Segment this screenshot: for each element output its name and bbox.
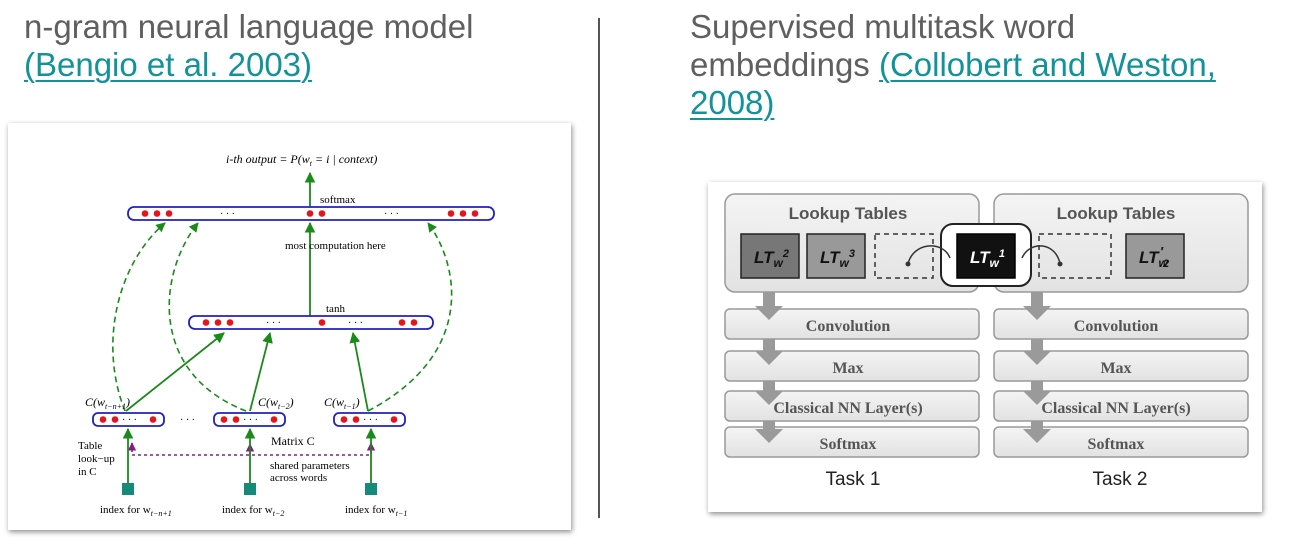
collobert-citation-link-part1[interactable]: (Collobert and Weston, — [878, 46, 1216, 83]
tanh-label: tanh — [326, 303, 345, 315]
table-lookup-label-2: look−up — [78, 453, 115, 465]
tanh-nodes — [202, 319, 418, 326]
bengio-citation-link[interactable]: (Bengio et al. 2003) — [24, 46, 313, 83]
svg-text:LTw′2: LTw′2 — [1139, 244, 1169, 270]
task1-layers: Convolution Max Classical NN Layer(s) So… — [724, 308, 980, 458]
softmax-dots-1: · · · — [220, 209, 235, 220]
embedding-gap-dots: · · · — [180, 415, 195, 426]
svg-text:LTw2: LTw2 — [754, 248, 789, 270]
softmax-nodes — [141, 210, 479, 217]
right-heading: Supervised multitask word embeddings (Co… — [690, 8, 1290, 122]
svg-text:· · ·: · · · — [243, 415, 258, 426]
table-lookup-label-3: in C — [78, 466, 97, 478]
index-label-1: index for wt−n+1 — [100, 504, 172, 518]
task1-convolution: Convolution — [806, 318, 891, 335]
task2-layers: Convolution Max Classical NN Layer(s) So… — [993, 308, 1249, 458]
vertical-divider — [598, 18, 600, 518]
shared-parameters-line — [131, 443, 372, 456]
lt-w1-shared-cell: LTw1 — [956, 233, 1016, 279]
embedding-to-tanh-arrows — [125, 331, 369, 412]
input-node-1 — [122, 483, 134, 495]
matrix-label: Matrix C — [271, 434, 315, 448]
lt-w2-cell: LTw2 — [740, 233, 800, 279]
collobert-diagram: Lookup Tables Lookup Tables LTw2 LTw3 LT… — [708, 182, 1262, 512]
embedding-box-2: · · · — [213, 412, 286, 427]
right-title-line2: embeddings — [690, 46, 879, 83]
left-title: n-gram neural language model — [24, 8, 474, 45]
svg-text:· · ·: · · · — [122, 415, 137, 426]
task1-lookup-title: Lookup Tables — [789, 204, 908, 223]
svg-text:· · ·: · · · — [363, 415, 378, 426]
collobert-citation-link-part2[interactable]: 2008) — [690, 84, 775, 121]
svg-text:LTw1: LTw1 — [970, 248, 1005, 270]
tanh-dots-1: · · · — [266, 318, 281, 329]
lt-w2-prime-cell: LTw′2 — [1125, 233, 1185, 279]
c-label-2: C(wt−2) — [258, 395, 294, 411]
index-label-2: index for wt−2 — [222, 504, 284, 518]
c-label-1: C(wt−n+1) — [85, 395, 130, 411]
task1-softmax: Softmax — [820, 436, 877, 453]
lt-w3-cell: LTw3 — [806, 233, 866, 279]
collobert-svg: Lookup Tables Lookup Tables LTw2 LTw3 LT… — [724, 193, 1249, 490]
softmax-label: softmax — [320, 194, 356, 206]
output-label: i-th output = P(wt = i | context) — [226, 152, 377, 168]
task2-softmax: Softmax — [1088, 436, 1145, 453]
shared-label-2: across words — [270, 472, 327, 484]
bengio-diagram: i-th output = P(wt = i | context) softma… — [8, 123, 571, 530]
left-heading: n-gram neural language model (Bengio et … — [24, 8, 584, 84]
input-node-2 — [244, 483, 256, 495]
task1-label: Task 1 — [826, 469, 881, 490]
bengio-svg: i-th output = P(wt = i | context) softma… — [78, 152, 495, 518]
table-lookup-label-1: Table — [78, 440, 102, 452]
index-label-3: index for wt−1 — [345, 504, 407, 518]
connector-arc-left — [907, 245, 951, 265]
input-arrows — [122, 427, 377, 485]
skip-connections — [112, 222, 453, 412]
embedding-box-3: · · · — [333, 412, 406, 427]
computation-label: most computation here — [285, 240, 386, 252]
task2-lookup-title: Lookup Tables — [1057, 204, 1176, 223]
c-label-3: C(wt−1) — [324, 395, 360, 411]
embedding-box-1: · · · — [92, 412, 165, 427]
flow-arrows — [755, 292, 1051, 443]
tanh-dots-2: · · · — [348, 318, 363, 329]
task1-classical: Classical NN Layer(s) — [773, 400, 922, 417]
task2-label: Task 2 — [1093, 469, 1148, 490]
connector-arc-right — [1021, 245, 1061, 265]
tanh-layer — [188, 315, 434, 330]
input-node-3 — [365, 483, 377, 495]
shared-label-1: shared parameters — [270, 460, 350, 472]
task2-convolution: Convolution — [1074, 318, 1159, 335]
softmax-dots-2: · · · — [384, 209, 399, 220]
right-title-line1: Supervised multitask word — [690, 8, 1076, 45]
lt-empty-cell-1 — [874, 233, 934, 279]
svg-text:LTw3: LTw3 — [820, 248, 855, 270]
task1-max: Max — [832, 360, 863, 377]
task2-max: Max — [1100, 360, 1131, 377]
task2-classical: Classical NN Layer(s) — [1041, 400, 1190, 417]
lt-empty-cell-2 — [1038, 233, 1112, 279]
